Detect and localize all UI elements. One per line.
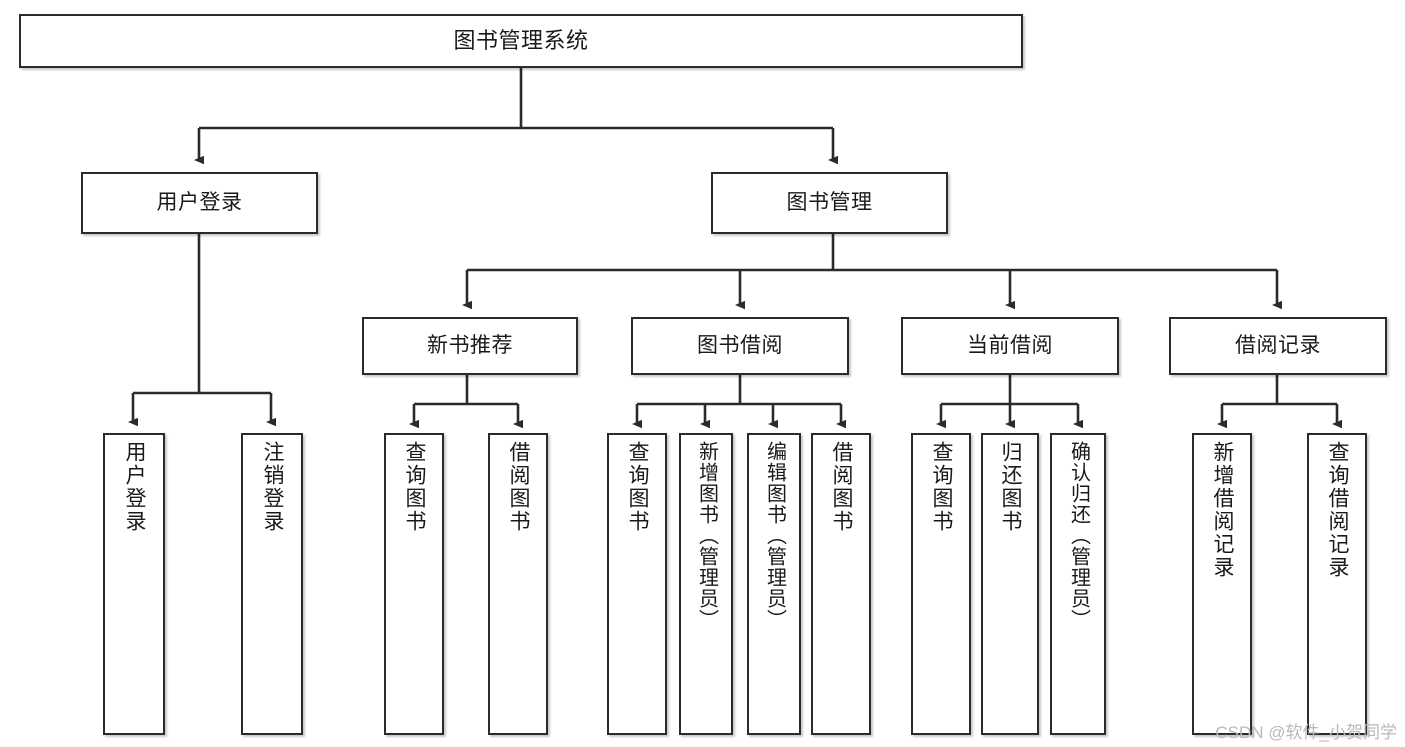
node-label: 新增借阅记录 [1211, 441, 1235, 579]
leaf-query-borrow-record[interactable]: 查询借阅记录 [1307, 433, 1367, 735]
node-label: 查询借阅记录 [1326, 441, 1350, 579]
node-label: 编辑图书（管理员） [763, 441, 786, 630]
node-label: 注销登录 [261, 441, 285, 533]
node-label: 借阅图书 [507, 441, 531, 533]
leaf-query-book-borrow[interactable]: 查询图书 [607, 433, 667, 735]
node-user-login[interactable]: 用户登录 [81, 172, 318, 234]
node-label: 归还图书 [999, 441, 1023, 533]
leaf-logout[interactable]: 注销登录 [241, 433, 303, 735]
watermark: CSDN @软件_小贺同学 [1215, 723, 1397, 742]
node-borrow-record[interactable]: 借阅记录 [1169, 317, 1387, 375]
node-label: 查询图书 [626, 441, 650, 533]
node-label: 图书借阅 [697, 333, 783, 357]
node-label: 用户登录 [156, 190, 243, 214]
node-new-book-recommend[interactable]: 新书推荐 [362, 317, 578, 375]
leaf-return-book[interactable]: 归还图书 [981, 433, 1039, 735]
leaf-add-borrow-record[interactable]: 新增借阅记录 [1192, 433, 1252, 735]
node-book-management[interactable]: 图书管理 [711, 172, 948, 234]
node-label: 借阅图书 [830, 441, 854, 533]
leaf-add-book-admin[interactable]: 新增图书（管理员） [679, 433, 733, 735]
leaf-borrow-book[interactable]: 借阅图书 [811, 433, 871, 735]
leaf-confirm-return-admin[interactable]: 确认归还（管理员） [1050, 433, 1106, 735]
node-label: 图书管理 [786, 190, 873, 214]
leaf-edit-book-admin[interactable]: 编辑图书（管理员） [747, 433, 801, 735]
node-label: 查询图书 [930, 441, 954, 533]
leaf-user-login[interactable]: 用户登录 [103, 433, 165, 735]
node-label: 图书管理系统 [453, 28, 589, 54]
leaf-borrow-book-recommend[interactable]: 借阅图书 [488, 433, 548, 735]
node-label: 用户登录 [123, 441, 147, 533]
node-label: 新书推荐 [427, 333, 513, 357]
node-label: 借阅记录 [1235, 333, 1321, 357]
leaf-query-book-recommend[interactable]: 查询图书 [384, 433, 444, 735]
node-root-book-management-system[interactable]: 图书管理系统 [19, 14, 1023, 68]
node-current-borrow[interactable]: 当前借阅 [901, 317, 1119, 375]
node-book-borrow[interactable]: 图书借阅 [631, 317, 849, 375]
node-label: 查询图书 [403, 441, 427, 533]
leaf-query-book-current[interactable]: 查询图书 [911, 433, 971, 735]
node-label: 确认归还（管理员） [1067, 441, 1090, 630]
node-label: 当前借阅 [967, 333, 1053, 357]
node-label: 新增图书（管理员） [695, 441, 718, 630]
